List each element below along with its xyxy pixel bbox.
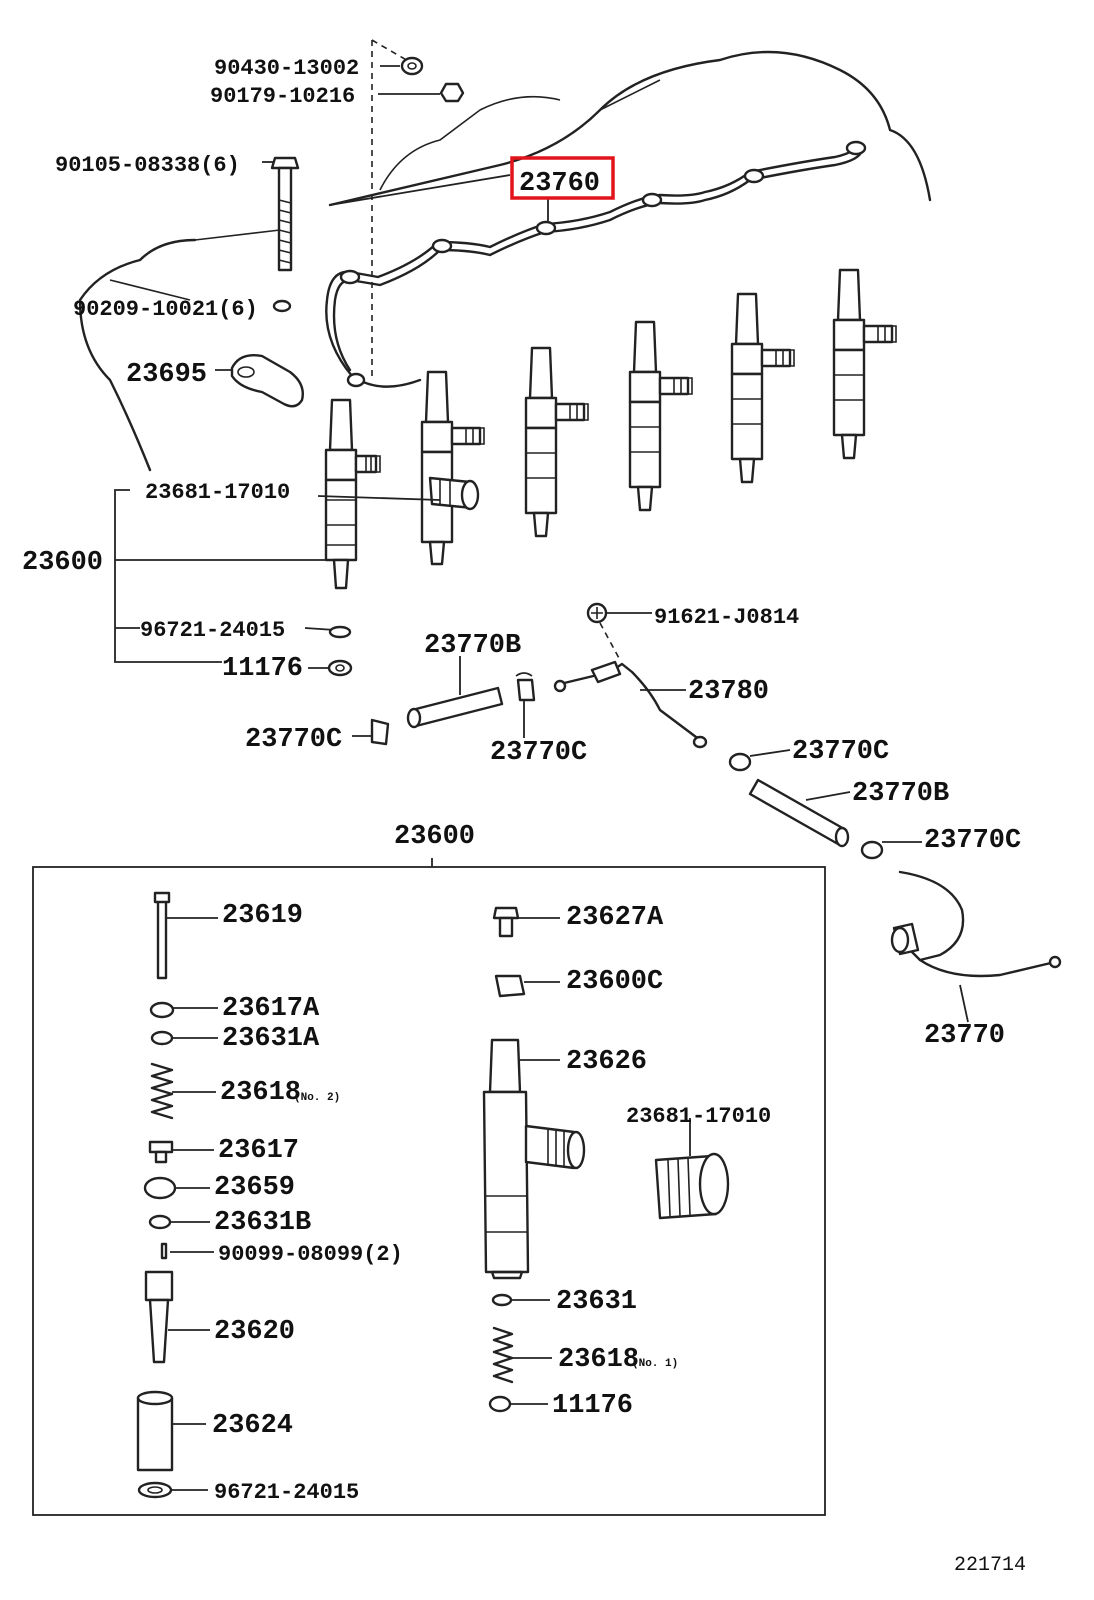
label-11176-top: 11176 — [222, 654, 303, 684]
label-23681-17010-box: 23681-17010 — [626, 1104, 771, 1129]
label-90099-08099: 90099-08099(2) — [218, 1242, 403, 1267]
label-23770b-1: 23770B — [424, 631, 521, 661]
diagram-id: 221714 — [954, 1554, 1026, 1577]
washer-90209 — [272, 299, 292, 313]
label-23619: 23619 — [222, 901, 303, 931]
pin-90099 — [160, 1242, 214, 1260]
injector-6 — [832, 268, 897, 460]
label-23626: 23626 — [566, 1047, 647, 1077]
label-90430-13002: 90430-13002 — [214, 56, 359, 81]
highlight-23760 — [510, 156, 615, 200]
label-23624: 23624 — [212, 1411, 293, 1441]
label-23600-left: 23600 — [22, 548, 103, 578]
label-96721-24015-box: 96721-24015 — [214, 1480, 359, 1505]
union-91621 — [586, 602, 652, 661]
bolt-23627a — [492, 906, 560, 938]
clip-23770c-3 — [728, 749, 791, 772]
part-23631b — [148, 1214, 210, 1230]
hose-23770b-2 — [748, 778, 851, 848]
hose-23770b-1 — [406, 656, 504, 729]
label-23631a: 23631A — [222, 1024, 320, 1054]
gasket-96721-box — [137, 1481, 208, 1499]
label-23760: 23760 — [519, 169, 600, 199]
injector-4 — [628, 320, 693, 512]
label-23695: 23695 — [126, 360, 207, 390]
body-23626 — [482, 1038, 586, 1280]
injector-2 — [420, 370, 485, 566]
washer-11176-box — [488, 1395, 548, 1413]
label-23617: 23617 — [218, 1136, 299, 1166]
bolt-90105 — [262, 156, 300, 272]
washer-23631 — [491, 1293, 550, 1307]
label-23681-17010-top: 23681-17010 — [145, 480, 290, 505]
pipe-23770 — [890, 870, 1062, 1023]
part-23617a — [149, 1001, 218, 1019]
label-23618-no2: 23618 — [220, 1078, 301, 1108]
clip-23770c-2 — [515, 672, 536, 738]
injector-5 — [730, 292, 795, 484]
label-90179-10216: 90179-10216 — [210, 84, 355, 109]
label-23631b: 23631B — [214, 1208, 311, 1238]
label-23659: 23659 — [214, 1173, 295, 1203]
label-23627a: 23627A — [566, 903, 664, 933]
label-23600-box: 23600 — [394, 822, 475, 852]
label-23770c-3: 23770C — [792, 737, 889, 767]
clamp-23695 — [215, 354, 304, 408]
gasket-96721-top — [328, 625, 352, 639]
label-91621-j0814: 91621-J0814 — [654, 605, 799, 630]
label-23770c-4: 23770C — [924, 826, 1021, 856]
label-96721-24015-top: 96721-24015 — [140, 618, 285, 643]
fuel-leak-pipe-23760 — [325, 140, 867, 388]
washer-90430 — [380, 56, 424, 76]
injector-3 — [524, 346, 589, 538]
bracket-23600 — [114, 489, 325, 663]
label-23770c-1: 23770C — [245, 725, 342, 755]
nut-90179 — [378, 82, 465, 103]
label-23600c: 23600C — [566, 967, 663, 997]
clip-23770c-1 — [352, 718, 390, 746]
label-23620: 23620 — [214, 1317, 295, 1347]
spring-23618-no1 — [492, 1326, 552, 1384]
part-23600c — [494, 974, 560, 998]
injector-1 — [324, 398, 381, 590]
label-11176-box: 11176 — [552, 1391, 633, 1421]
holder-seal-23681-box — [654, 1118, 730, 1220]
label-23618-no2-note: (No. 2) — [294, 1092, 340, 1104]
label-23770: 23770 — [924, 1021, 1005, 1051]
nozzle-23620 — [144, 1270, 210, 1364]
label-23780: 23780 — [688, 677, 769, 707]
label-23618-no1-note: (No. 1) — [632, 1358, 678, 1370]
part-23631a — [150, 1030, 218, 1046]
label-23618-no1: 23618 — [558, 1345, 639, 1375]
injector-assembly-box — [32, 866, 826, 1516]
label-23770b-2: 23770B — [852, 779, 949, 809]
label-90105-08338: 90105-08338(6) — [55, 153, 240, 178]
label-23770c-2: 23770C — [490, 738, 587, 768]
holder-seal-23681-top — [428, 476, 480, 511]
label-23631: 23631 — [556, 1287, 637, 1317]
label-23617a: 23617A — [222, 994, 320, 1024]
washer-11176-top — [327, 659, 353, 677]
clip-23770c-4 — [860, 840, 922, 860]
spring-23618-no2 — [150, 1062, 216, 1120]
part-23659 — [143, 1176, 210, 1200]
part-23617 — [148, 1140, 214, 1164]
part-23619-rod — [153, 891, 218, 980]
engine-outline — [78, 50, 932, 472]
pipe-23780 — [553, 660, 708, 749]
nut-23624 — [136, 1390, 206, 1472]
label-90209-10021: 90209-10021(6) — [73, 297, 258, 322]
